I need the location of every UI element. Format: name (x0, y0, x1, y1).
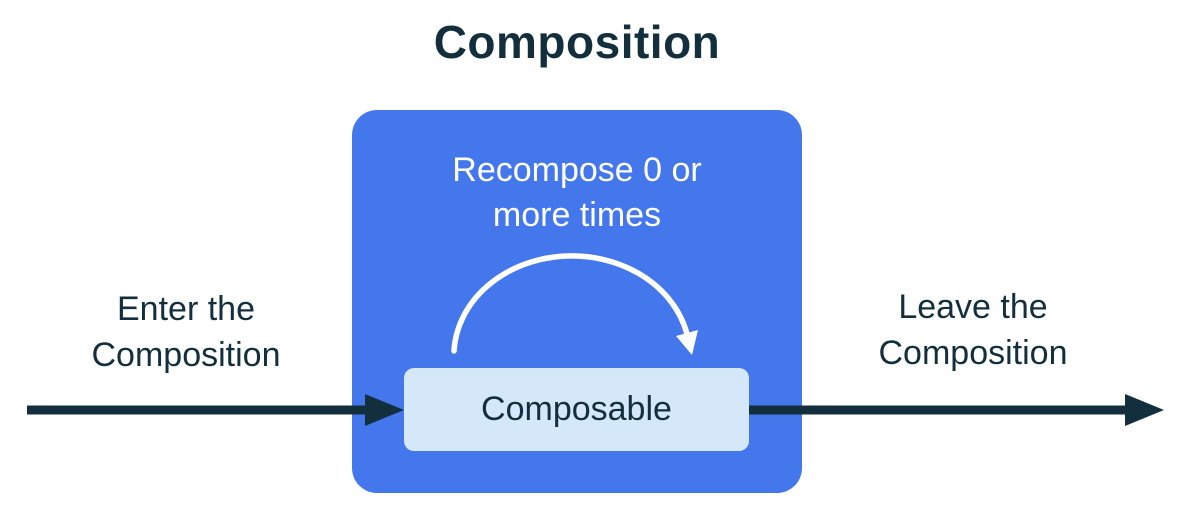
composable-label: Composable (481, 390, 672, 428)
leave-composition-label: Leave the Composition (878, 288, 1068, 372)
recompose-label: Recompose 0 or more times (452, 151, 702, 234)
composable-box: Composable (404, 368, 749, 451)
leave-arrow-icon (749, 394, 1164, 426)
leave-arrow-head (1125, 394, 1164, 426)
diagram-title: Composition (433, 16, 721, 68)
enter-arrow-icon (27, 394, 404, 426)
enter-composition-label: Enter the Composition (91, 290, 281, 374)
